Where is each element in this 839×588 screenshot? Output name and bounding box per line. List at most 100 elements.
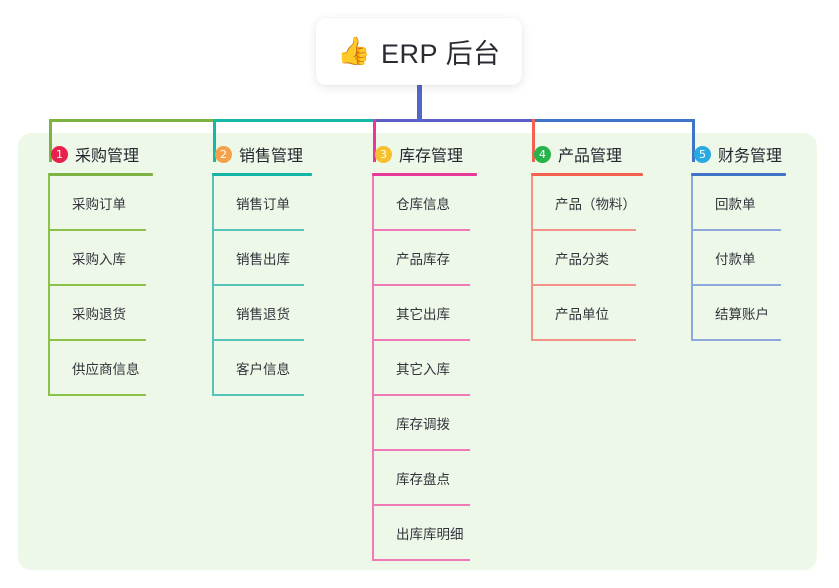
menu-item-label: 产品单位	[555, 307, 609, 322]
menu-item[interactable]: 产品分类	[531, 231, 643, 286]
menu-item[interactable]: 客户信息	[212, 341, 312, 396]
column-number-badge: 3	[375, 145, 392, 163]
menu-item[interactable]: 采购订单	[48, 176, 153, 231]
column-drop-line-5	[692, 119, 695, 162]
menu-item-label: 产品分类	[555, 252, 609, 267]
thumbs-up-icon: 👍	[337, 36, 372, 66]
menu-item-label: 供应商信息	[72, 362, 140, 377]
menu-item[interactable]: 库存调拨	[372, 396, 477, 451]
menu-item-label: 销售出库	[236, 252, 290, 267]
column-header-rule	[48, 173, 153, 176]
column-number-badge: 5	[694, 145, 711, 163]
connector-segment-3	[374, 119, 535, 122]
connector-segment-2	[214, 119, 376, 122]
column-header-3[interactable]: 3 库存管理	[372, 141, 477, 167]
menu-item-rule	[372, 229, 470, 231]
column-5: 5 财务管理回款单付款单结算账户	[691, 141, 786, 341]
menu-item[interactable]: 销售退货	[212, 286, 312, 341]
column-drop-line-2	[213, 119, 216, 162]
column-number-badge: 4	[534, 145, 551, 163]
column-number-badge: 2	[215, 145, 232, 163]
menu-item-rule	[531, 339, 636, 341]
root-node[interactable]: 👍 ERP 后台	[316, 18, 522, 85]
menu-item-rule	[212, 284, 304, 286]
diagram-panel	[18, 133, 817, 570]
column-drop-line-3	[373, 119, 376, 162]
column-title: 产品管理	[558, 148, 623, 165]
menu-item-rule	[531, 229, 636, 231]
menu-item[interactable]: 回款单	[691, 176, 786, 231]
connector-segment-4	[533, 119, 695, 122]
column-header-rule	[691, 173, 786, 176]
root-trunk-line	[417, 85, 422, 122]
menu-item-rule	[48, 339, 146, 341]
menu-item-rule	[531, 284, 636, 286]
menu-item[interactable]: 供应商信息	[48, 341, 153, 396]
column-title: 财务管理	[718, 148, 783, 165]
column-spine-line	[372, 176, 374, 561]
menu-item-rule	[372, 394, 470, 396]
menu-item-label: 客户信息	[236, 362, 290, 377]
menu-item-rule	[48, 394, 146, 396]
column-title: 采购管理	[75, 148, 140, 165]
menu-item[interactable]: 仓库信息	[372, 176, 477, 231]
menu-item-label: 采购订单	[72, 197, 126, 212]
menu-item[interactable]: 出库库明细	[372, 506, 477, 561]
menu-item[interactable]: 销售出库	[212, 231, 312, 286]
menu-item[interactable]: 销售订单	[212, 176, 312, 231]
menu-item-rule	[372, 449, 470, 451]
column-header-4[interactable]: 4 产品管理	[531, 141, 643, 167]
column-spine-line	[48, 176, 50, 396]
menu-item-label: 付款单	[715, 252, 756, 267]
menu-item-rule	[48, 284, 146, 286]
column-drop-line-1	[49, 119, 52, 162]
menu-item-label: 回款单	[715, 197, 756, 212]
menu-item-label: 采购入库	[72, 252, 126, 267]
menu-item-rule	[372, 559, 470, 561]
menu-item-rule	[691, 339, 781, 341]
menu-item-rule	[372, 284, 470, 286]
menu-item[interactable]: 付款单	[691, 231, 786, 286]
column-header-rule	[212, 173, 312, 176]
menu-item-label: 仓库信息	[396, 197, 450, 212]
menu-item[interactable]: 其它入库	[372, 341, 477, 396]
column-spine-line	[691, 176, 693, 341]
menu-item-rule	[372, 504, 470, 506]
connector-segment-1	[50, 119, 216, 122]
column-header-5[interactable]: 5 财务管理	[691, 141, 786, 167]
column-3: 3 库存管理仓库信息产品库存其它出库其它入库库存调拨库存盘点出库库明细	[372, 141, 477, 561]
menu-item-rule	[48, 229, 146, 231]
root-title: ERP 后台	[381, 39, 501, 69]
column-title: 库存管理	[399, 148, 464, 165]
menu-item[interactable]: 产品单位	[531, 286, 643, 341]
menu-item[interactable]: 结算账户	[691, 286, 786, 341]
menu-item-label: 产品（物料）	[555, 197, 636, 212]
menu-item-label: 销售退货	[236, 307, 290, 322]
menu-item[interactable]: 产品（物料）	[531, 176, 643, 231]
column-items: 产品（物料） 产品分类产品单位	[531, 176, 643, 341]
column-items: 仓库信息产品库存其它出库其它入库库存调拨库存盘点出库库明细	[372, 176, 477, 561]
column-header-rule	[531, 173, 643, 176]
menu-item[interactable]: 产品库存	[372, 231, 477, 286]
menu-item-label: 库存调拨	[396, 417, 450, 432]
menu-item-rule	[212, 339, 304, 341]
menu-item-rule	[212, 229, 304, 231]
menu-item-label: 出库库明细	[396, 527, 464, 542]
menu-item-label: 销售订单	[236, 197, 290, 212]
menu-item-rule	[372, 339, 470, 341]
column-drop-line-4	[532, 119, 535, 162]
menu-item[interactable]: 其它出库	[372, 286, 477, 341]
menu-item-label: 产品库存	[396, 252, 450, 267]
menu-item-label: 其它入库	[396, 362, 450, 377]
column-items: 采购订单采购入库采购退货供应商信息	[48, 176, 153, 396]
column-4: 4 产品管理产品（物料） 产品分类产品单位	[531, 141, 643, 341]
menu-item[interactable]: 采购退货	[48, 286, 153, 341]
menu-item-rule	[691, 229, 781, 231]
menu-item[interactable]: 库存盘点	[372, 451, 477, 506]
menu-item[interactable]: 采购入库	[48, 231, 153, 286]
column-items: 销售订单销售出库销售退货客户信息	[212, 176, 312, 396]
